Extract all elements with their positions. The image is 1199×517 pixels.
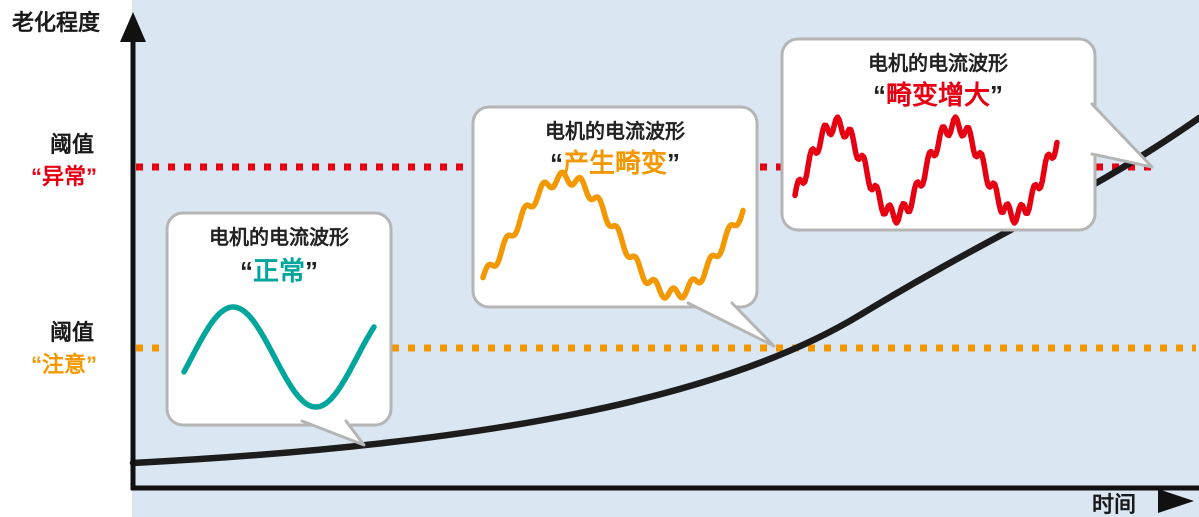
quote-close: ”	[305, 256, 318, 286]
threshold-abnormal-label: 阈值	[50, 132, 94, 157]
x-axis-label: 时间	[1092, 492, 1136, 517]
bubble-normal-title: 电机的电流波形	[209, 225, 349, 249]
quote-open: “	[873, 80, 886, 110]
y-axis-label: 老化程度	[11, 10, 101, 35]
bubble-distortion-increase-title: 电机的电流波形	[868, 51, 1008, 75]
bubble-normal-box	[165, 211, 393, 427]
threshold-abnormal-value: “异常”	[31, 164, 97, 189]
bubble-distortion-increase-subtitle: “畸变增大”	[873, 80, 1003, 110]
bubble-normal: 电机的电流波形 “正常”	[165, 211, 393, 447]
bubble-normal-tail	[300, 419, 366, 447]
distortion-waveform	[480, 169, 746, 301]
bubble-normal-word: 正常	[253, 256, 305, 286]
bubble-distortion-increase: 电机的电流波形 “畸变增大”	[780, 37, 1154, 232]
distortion-increase-waveform	[792, 114, 1060, 226]
y-axis-arrow-icon	[120, 12, 146, 42]
quote-close: ”	[667, 148, 680, 178]
bubble-distortion-box	[471, 105, 759, 309]
quote-open: “	[550, 148, 563, 178]
bubble-distortion-subtitle: “产生畸变”	[550, 148, 680, 178]
quote-close: ”	[990, 80, 1003, 110]
quote-open: “	[240, 256, 253, 286]
bubble-distortion-increase-tail	[1090, 102, 1154, 169]
bubble-distortion-tail	[686, 301, 776, 348]
threshold-caution-value: “注意”	[31, 352, 97, 377]
bubble-distortion-title: 电机的电流波形	[545, 119, 685, 143]
bubble-distortion: 电机的电流波形 “产生畸变”	[471, 105, 776, 348]
x-axis-arrow-icon	[1158, 489, 1194, 513]
threshold-caution-label: 阈值	[50, 320, 94, 345]
bubble-distortion-word: 产生畸变	[563, 148, 667, 178]
normal-waveform	[181, 304, 377, 410]
bubble-normal-subtitle: “正常”	[240, 256, 318, 286]
bubble-distortion-increase-word: 畸变增大	[886, 80, 990, 110]
